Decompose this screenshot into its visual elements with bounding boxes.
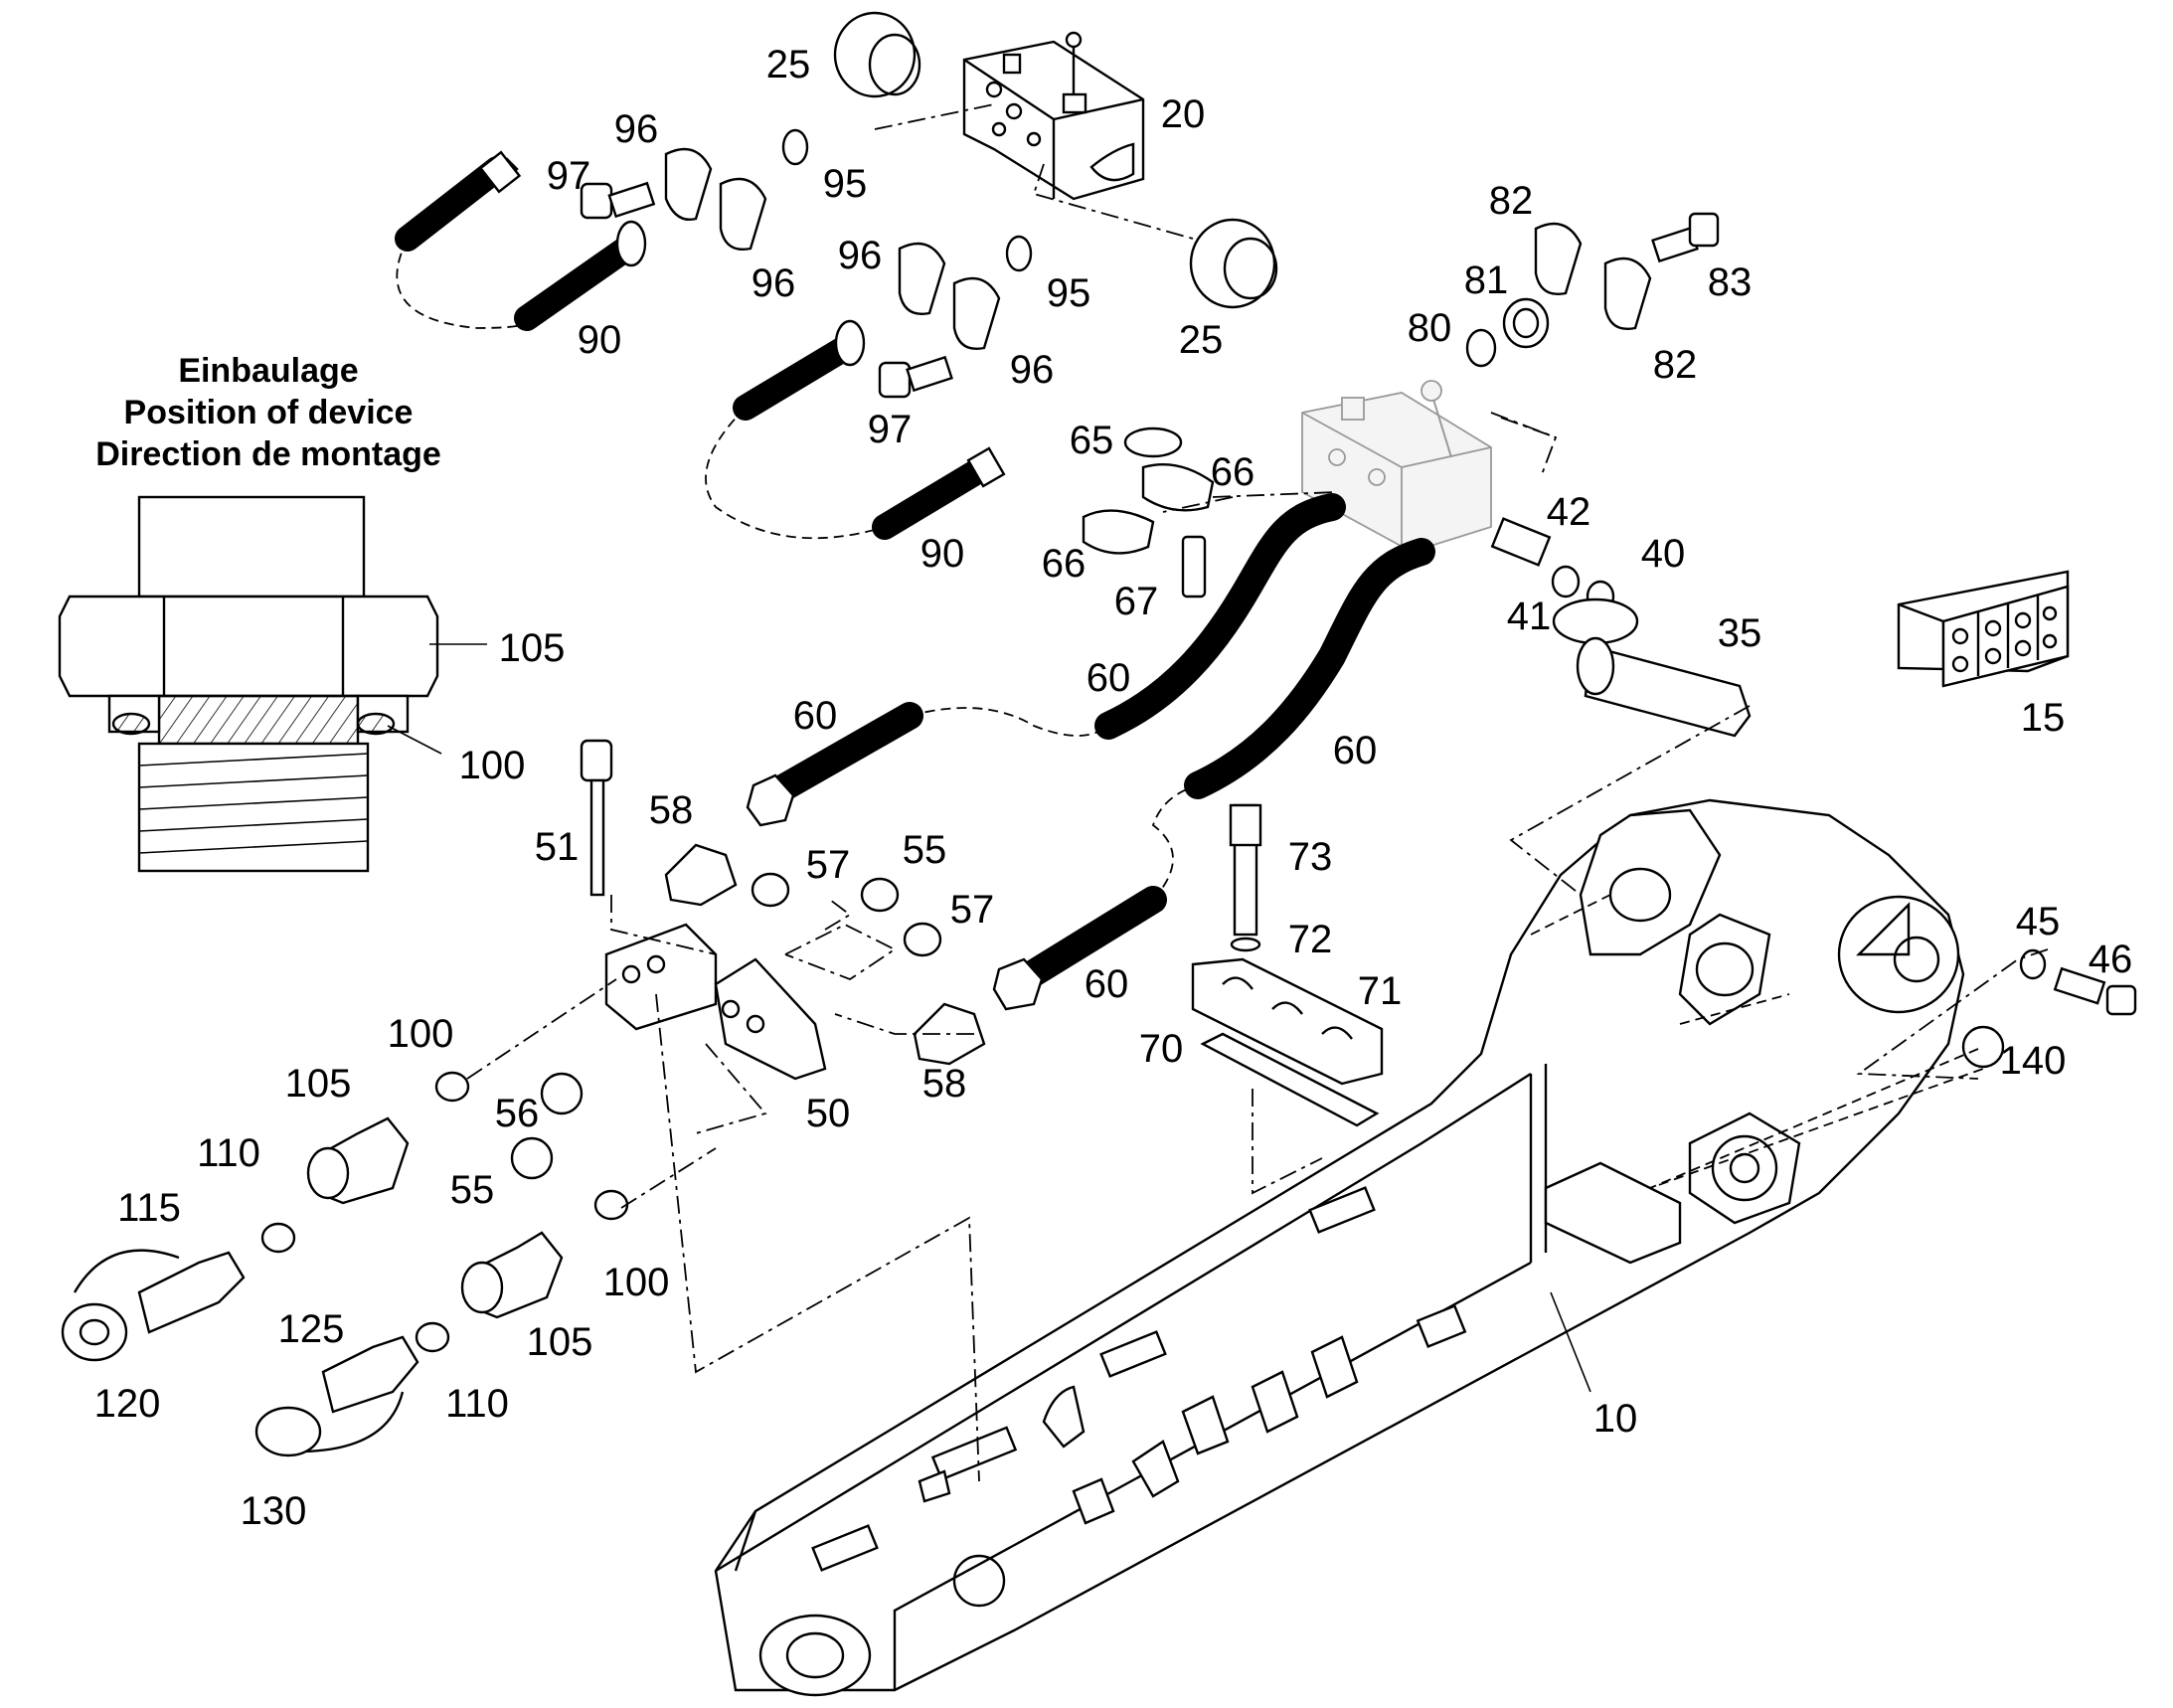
callout-125: 125	[278, 1307, 345, 1351]
boom-arm-10	[714, 798, 1965, 1697]
callout-105-b: 105	[527, 1320, 593, 1364]
callout-96-c: 96	[752, 261, 796, 305]
callout-57-a: 57	[806, 843, 851, 887]
callout-73: 73	[1288, 835, 1333, 879]
seal-ring-right	[356, 712, 396, 736]
callout-82-a: 82	[1489, 179, 1534, 223]
callout-42: 42	[1547, 490, 1591, 534]
callout-110-b: 110	[445, 1382, 509, 1426]
callout-65: 65	[1070, 419, 1114, 462]
callout-57-b: 57	[950, 888, 995, 932]
callout-90-b: 90	[920, 532, 965, 576]
callout-70: 70	[1139, 1027, 1184, 1071]
callout-25-top: 25	[766, 43, 811, 86]
callout-66-a: 66	[1211, 450, 1255, 494]
callout-20: 20	[1161, 92, 1206, 136]
callout-90-a: 90	[578, 318, 622, 362]
callout-55-bottom: 55	[450, 1168, 495, 1212]
callout-115: 115	[117, 1186, 181, 1230]
small-parts	[61, 11, 2137, 1457]
callout-81: 81	[1464, 258, 1509, 302]
hex-nut	[58, 595, 439, 698]
hose-set	[395, 150, 1435, 1011]
callout-46: 46	[2089, 938, 2133, 981]
callout-71: 71	[1358, 969, 1403, 1013]
callout-140: 140	[2000, 1039, 2067, 1083]
callout-60-lower: 60	[1085, 962, 1129, 1006]
callout-67: 67	[1114, 580, 1159, 623]
callout-60-left: 60	[793, 694, 838, 738]
callout-51: 51	[535, 825, 580, 869]
callout-100-a: 100	[388, 1012, 454, 1056]
callout-25-bottom: 25	[1179, 318, 1224, 362]
callout-72: 72	[1288, 918, 1333, 961]
callout-97-b: 97	[868, 408, 913, 451]
callout-35: 35	[1718, 611, 1762, 655]
callout-95-b: 95	[1047, 271, 1091, 315]
callout-40: 40	[1641, 532, 1686, 576]
callout-66-b: 66	[1042, 542, 1086, 586]
callout-95-a: 95	[823, 162, 868, 206]
callout-130: 130	[241, 1489, 307, 1533]
callout-105-detail: 105	[499, 626, 566, 670]
callout-83: 83	[1708, 260, 1753, 304]
callout-58-bottom: 58	[922, 1062, 967, 1106]
fitting-body	[137, 495, 366, 598]
reference-lines	[466, 103, 2049, 1482]
installation-title-de: Einbaulage	[178, 352, 358, 390]
installation-title-en: Position of device	[124, 394, 414, 431]
clamp-assembly-70-71	[1191, 803, 1384, 1127]
terminal-block-15	[1897, 570, 2070, 688]
installation-title-fr: Direction de montage	[95, 435, 441, 473]
seal-ring-left	[111, 712, 151, 736]
callout-56: 56	[495, 1092, 540, 1135]
callout-96-d: 96	[1010, 348, 1055, 392]
callout-82-b: 82	[1653, 343, 1698, 387]
callout-15: 15	[2021, 696, 2066, 740]
callout-60-right: 60	[1333, 729, 1378, 772]
callout-41: 41	[1507, 595, 1552, 638]
callout-10: 10	[1593, 1397, 1638, 1441]
valve-block-20	[962, 31, 1145, 201]
installation-detail: Einbaulage Position of device Direction …	[58, 352, 487, 873]
callout-110-a: 110	[197, 1131, 260, 1175]
boom-body	[714, 798, 1965, 1692]
sealing-seat	[157, 694, 360, 746]
callout-45: 45	[2016, 900, 2061, 943]
callout-97-a: 97	[547, 154, 591, 198]
callout-58-top: 58	[649, 788, 694, 832]
callout-105-a: 105	[285, 1062, 352, 1106]
callout-100-b: 100	[603, 1261, 670, 1304]
callout-96-a: 96	[614, 107, 659, 151]
callout-60-upper: 60	[1086, 656, 1131, 700]
callout-labels: 25 20 96 97 95 96 96 95 90 96 25 82 81 8…	[94, 43, 2133, 1533]
callout-96-b: 96	[838, 234, 883, 277]
callout-120: 120	[94, 1382, 161, 1426]
callout-100-detail: 100	[459, 744, 526, 787]
valve-block-ghost	[1301, 380, 1557, 553]
callout-80: 80	[1408, 306, 1452, 350]
callout-55-top: 55	[903, 828, 947, 872]
callout-50: 50	[806, 1092, 851, 1135]
